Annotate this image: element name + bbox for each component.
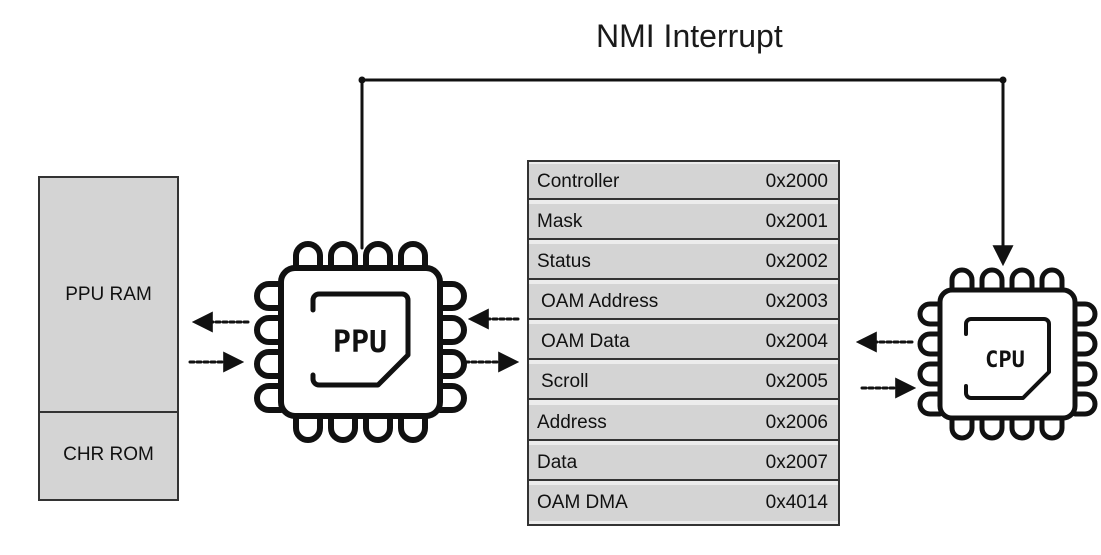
- register-name: Scroll: [541, 371, 589, 392]
- register-row: Mask 0x2001: [529, 204, 838, 240]
- register-row: Status 0x2002: [529, 244, 838, 280]
- nmi-connector: [360, 78, 1014, 267]
- corner-dot: [999, 76, 1007, 84]
- register-address: 0x2001: [765, 211, 828, 232]
- register-name: Status: [537, 251, 591, 272]
- register-name: OAM DMA: [537, 492, 628, 513]
- register-address: 0x2004: [765, 331, 828, 352]
- nmi-interrupt-label: NMI Interrupt: [596, 18, 783, 54]
- ppu-ram-box: PPU RAM: [40, 178, 177, 413]
- register-row: Controller 0x2000: [529, 164, 838, 200]
- register-name: Data: [537, 452, 578, 473]
- register-address: 0x2007: [765, 452, 828, 473]
- register-row: OAM DMA 0x4014: [529, 485, 838, 521]
- register-address: 0x2003: [765, 291, 828, 312]
- register-address: 0x4014: [765, 492, 828, 513]
- register-name: OAM Data: [541, 331, 630, 352]
- register-address: 0x2005: [765, 371, 828, 392]
- register-name: OAM Address: [541, 291, 659, 312]
- register-row: Scroll 0x2005: [529, 364, 838, 400]
- register-name: Address: [537, 412, 607, 433]
- register-row: Address 0x2006: [529, 405, 838, 441]
- ppu-chip-label: PPU: [333, 325, 387, 360]
- cpu-chip-label: CPU: [985, 348, 1025, 373]
- register-name: Controller: [537, 171, 620, 192]
- register-name: Mask: [537, 211, 583, 232]
- register-row: OAM Address 0x2003: [529, 284, 838, 320]
- cpu-chip-icon: [917, 267, 1098, 441]
- corner-dot: [358, 76, 366, 84]
- register-table: Controller 0x2000 Mask 0x2001 Status 0x2…: [527, 160, 840, 526]
- register-row: OAM Data 0x2004: [529, 324, 838, 360]
- register-row: Data 0x2007: [529, 445, 838, 481]
- register-address: 0x2000: [765, 171, 828, 192]
- ppu-chip-icon: [254, 241, 467, 443]
- register-address: 0x2006: [765, 412, 828, 433]
- chr-rom-box: CHR ROM: [63, 444, 154, 465]
- register-address: 0x2002: [765, 251, 828, 272]
- ppu-memory-block: PPU RAM CHR ROM: [38, 176, 179, 501]
